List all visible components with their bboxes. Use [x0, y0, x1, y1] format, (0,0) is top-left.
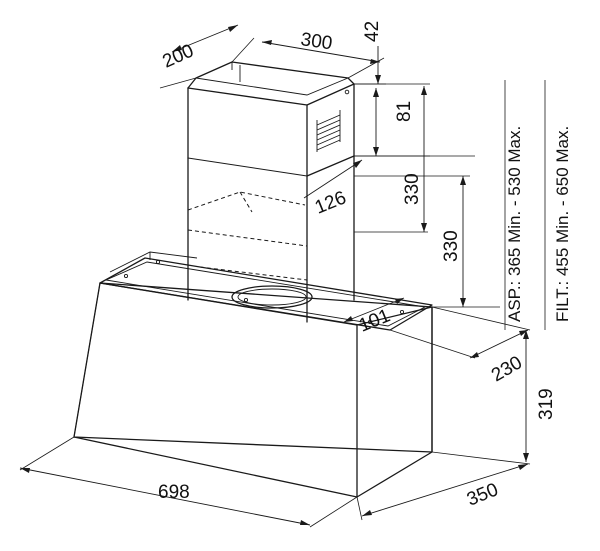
dim-230-label: 230 — [488, 352, 526, 386]
dim-698-label: 698 — [158, 482, 190, 503]
installation-height-specs: ASP.: 365 Min. - 530 Max. FILT.: 455 Min… — [505, 126, 572, 322]
chimney-upper — [187, 61, 355, 177]
dim-300-label: 300 — [299, 29, 333, 54]
dim-81-label: 81 — [394, 101, 415, 122]
dim-101-label: 101 — [356, 305, 393, 336]
dim-319-label: 319 — [536, 388, 557, 420]
dimension-lines — [19, 24, 546, 526]
dim-330-lower-label: 330 — [441, 230, 462, 262]
extension-lines — [19, 37, 531, 528]
dim-42-label: 42 — [362, 21, 383, 42]
vent-grille — [316, 110, 341, 152]
filter-spec-label: FILT.: 455 Min. - 650 Max. — [553, 126, 572, 322]
hood-top-plate — [99, 251, 433, 331]
aspiration-spec-label: ASP.: 365 Min. - 530 Max. — [505, 126, 524, 322]
dim-200-label: 200 — [159, 40, 197, 72]
dim-330-upper-label: 330 — [402, 173, 423, 205]
chimney-lower — [187, 155, 355, 323]
dim-350-label: 350 — [464, 479, 501, 510]
dim-126-label: 126 — [312, 187, 349, 218]
